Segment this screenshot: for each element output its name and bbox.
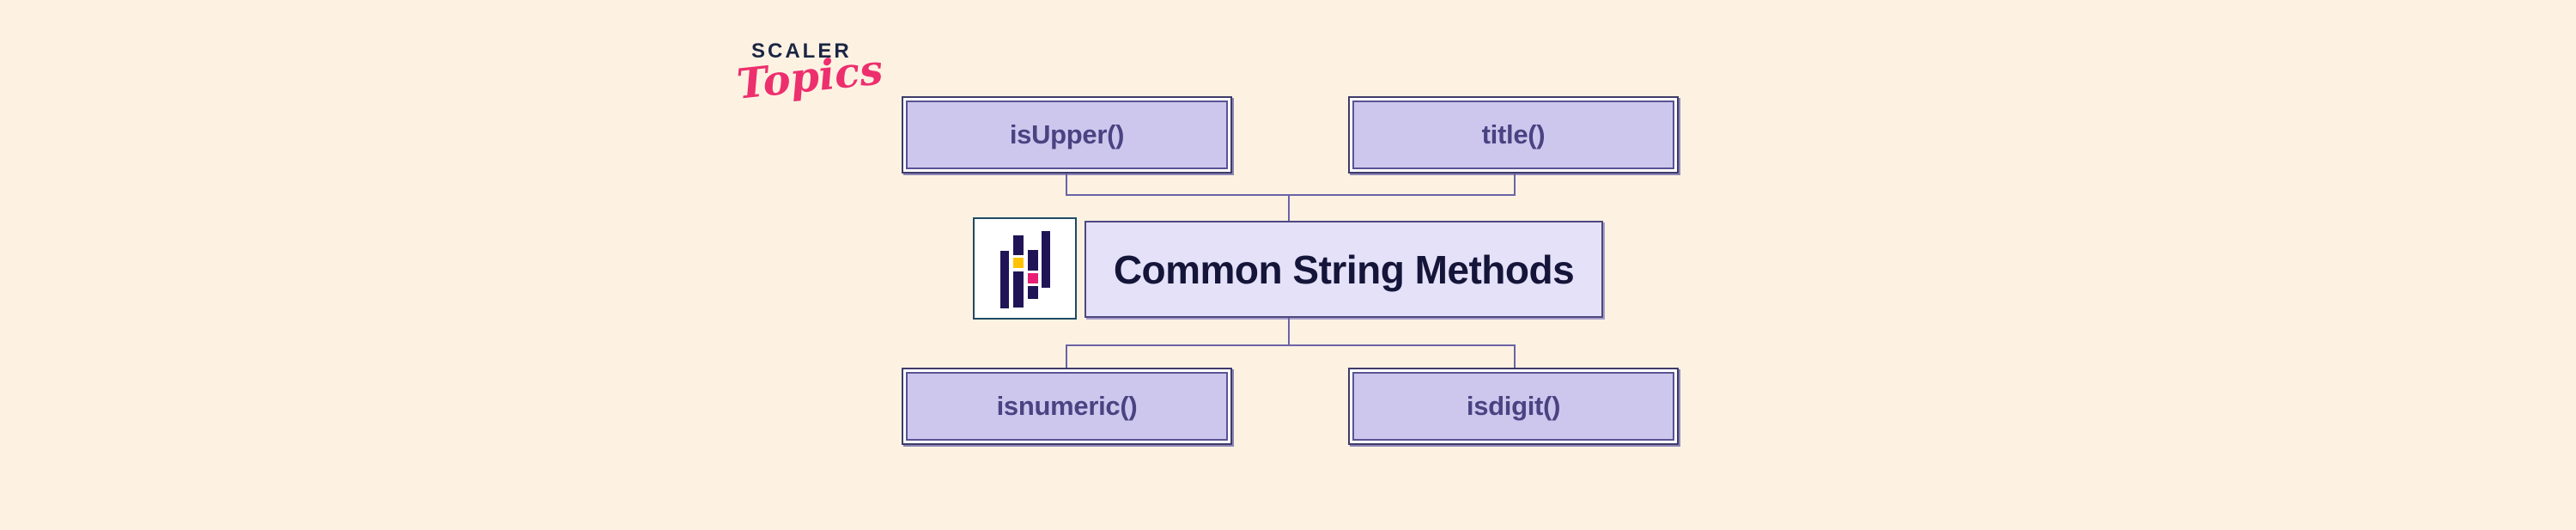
- scaler-topics-logo: SCALER Topics: [735, 38, 885, 132]
- method-box-isupper: isUpper(): [902, 96, 1232, 174]
- connector-line: [1514, 346, 1516, 368]
- method-box-isupper-inner: isUpper(): [906, 101, 1228, 169]
- method-label: isdigit(): [1466, 391, 1561, 421]
- method-box-title-inner: title(): [1352, 101, 1674, 169]
- connector-line: [1288, 318, 1290, 346]
- method-box-isdigit: isdigit(): [1348, 368, 1679, 445]
- method-box-title: title(): [1348, 96, 1679, 174]
- method-box-isnumeric: isnumeric(): [902, 368, 1232, 445]
- method-label: isUpper(): [1009, 119, 1125, 149]
- logo-brand-text: SCALER: [751, 40, 852, 63]
- connector-line: [1066, 344, 1516, 346]
- method-box-isnumeric-inner: isnumeric(): [906, 372, 1228, 441]
- connector-line: [1514, 174, 1516, 196]
- scaler-bars-icon-glyph: [981, 224, 1068, 313]
- connector-line: [1066, 346, 1067, 368]
- method-label: title(): [1481, 119, 1546, 149]
- diagram-title: Common String Methods: [1113, 247, 1575, 292]
- connector-line: [1066, 194, 1516, 196]
- center-title-box: Common String Methods: [1084, 221, 1603, 318]
- method-box-isdigit-inner: isdigit(): [1352, 372, 1674, 441]
- scaler-bars-icon: [973, 217, 1077, 320]
- connector-line: [1288, 194, 1290, 221]
- method-label: isnumeric(): [996, 391, 1138, 421]
- connector-line: [1066, 174, 1067, 196]
